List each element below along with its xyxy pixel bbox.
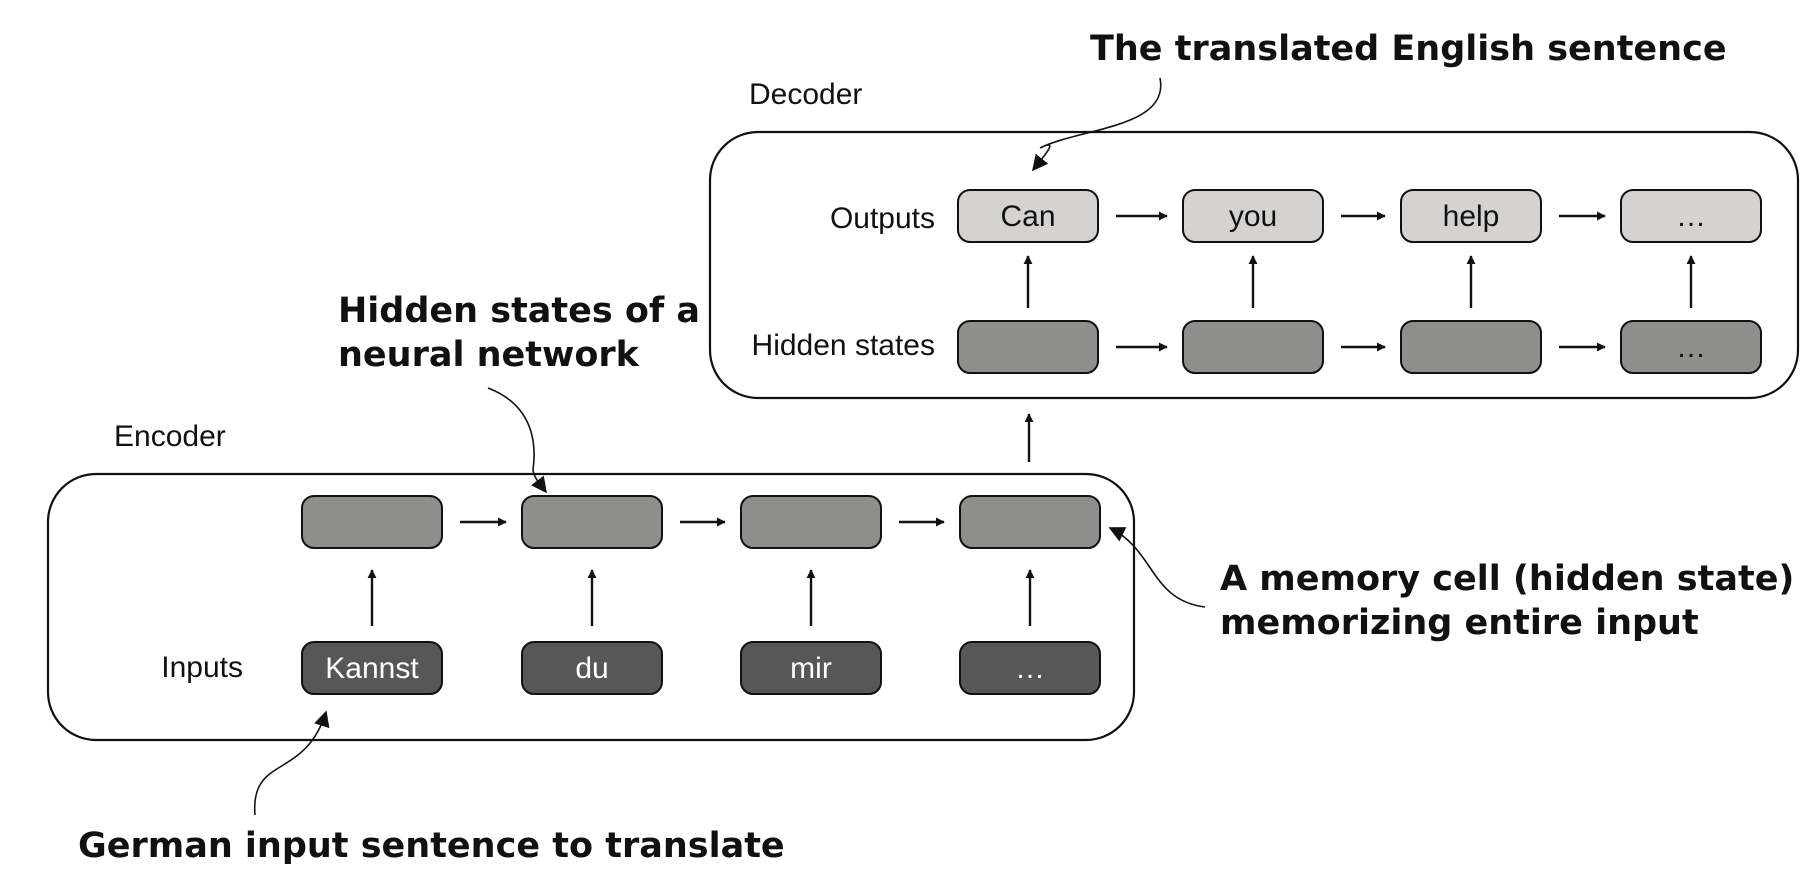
encoder-input-box-3: [740, 641, 882, 695]
annotation-memory-cell-line1: A memory cell (hidden state): [1220, 559, 1794, 599]
annotation-arrow-memory-cell: [1108, 527, 1206, 608]
encoder-input-label-3: mir: [790, 652, 832, 685]
encoder-hidden-box-3: [740, 495, 882, 549]
decoder-frame: [708, 130, 1800, 400]
decoder-title: Decoder: [749, 78, 862, 111]
decoder-output-label-3: help: [1443, 200, 1500, 233]
decoder-output-box-4: [1620, 189, 1762, 243]
decoder-hidden-box-4: [1620, 320, 1762, 374]
decoder-hidden-box-2: [1182, 320, 1324, 374]
annotation-hidden-states-line2: neural network: [338, 335, 640, 375]
encoder-hidden-row: [301, 495, 1101, 549]
encoder-input-label-4: …: [1015, 652, 1045, 685]
annotation-arrow-hidden-states: [487, 387, 547, 494]
decoder-output-box-1: [957, 189, 1099, 243]
annotation-german-input: German input sentence to translate: [78, 826, 785, 866]
decoder-output-label-1: Can: [1000, 200, 1055, 233]
decoder-output-box-2: [1182, 189, 1324, 243]
encoder-inputs-label: Inputs: [161, 651, 243, 684]
encoder-input-box-1: [301, 641, 443, 695]
encoder-title: Encoder: [114, 420, 226, 453]
decoder-hidden-states-label: Hidden states: [752, 329, 935, 362]
encoder-hidden-box-1: [301, 495, 443, 549]
decoder-hidden-label-4: …: [1676, 331, 1706, 364]
encoder-inputs-row: Kannst du mir …: [301, 641, 1101, 695]
encoder-input-label-2: du: [575, 652, 608, 685]
encoder-edges: [367, 517, 1035, 626]
encoder-frame: [46, 472, 1136, 742]
decoder-hidden-box-1: [957, 320, 1099, 374]
decoder-edges: [1023, 211, 1696, 352]
annotation-arrow-translated: [1032, 77, 1162, 172]
encoder-input-label-1: Kannst: [325, 652, 419, 685]
encoder-hidden-box-2: [521, 495, 663, 549]
decoder-hidden-row: …: [957, 320, 1762, 374]
decoder-hidden-box-3: [1400, 320, 1542, 374]
encoder-hidden-box-4: [959, 495, 1101, 549]
decoder-output-label-2: you: [1229, 200, 1277, 233]
annotation-memory-cell-line2: memorizing entire input: [1220, 603, 1699, 643]
decoder-outputs-row: Can you help …: [957, 189, 1762, 243]
annotation-hidden-states-line1: Hidden states of a: [338, 291, 700, 331]
encoder-input-box-4: [959, 641, 1101, 695]
annotation-translated-sentence: The translated English sentence: [1090, 29, 1727, 69]
decoder-output-box-3: [1400, 189, 1542, 243]
annotation-arrow-german-input: [254, 710, 330, 816]
decoder-outputs-label: Outputs: [830, 202, 935, 235]
decoder-output-label-4: …: [1676, 200, 1706, 233]
encoder-input-box-2: [521, 641, 663, 695]
